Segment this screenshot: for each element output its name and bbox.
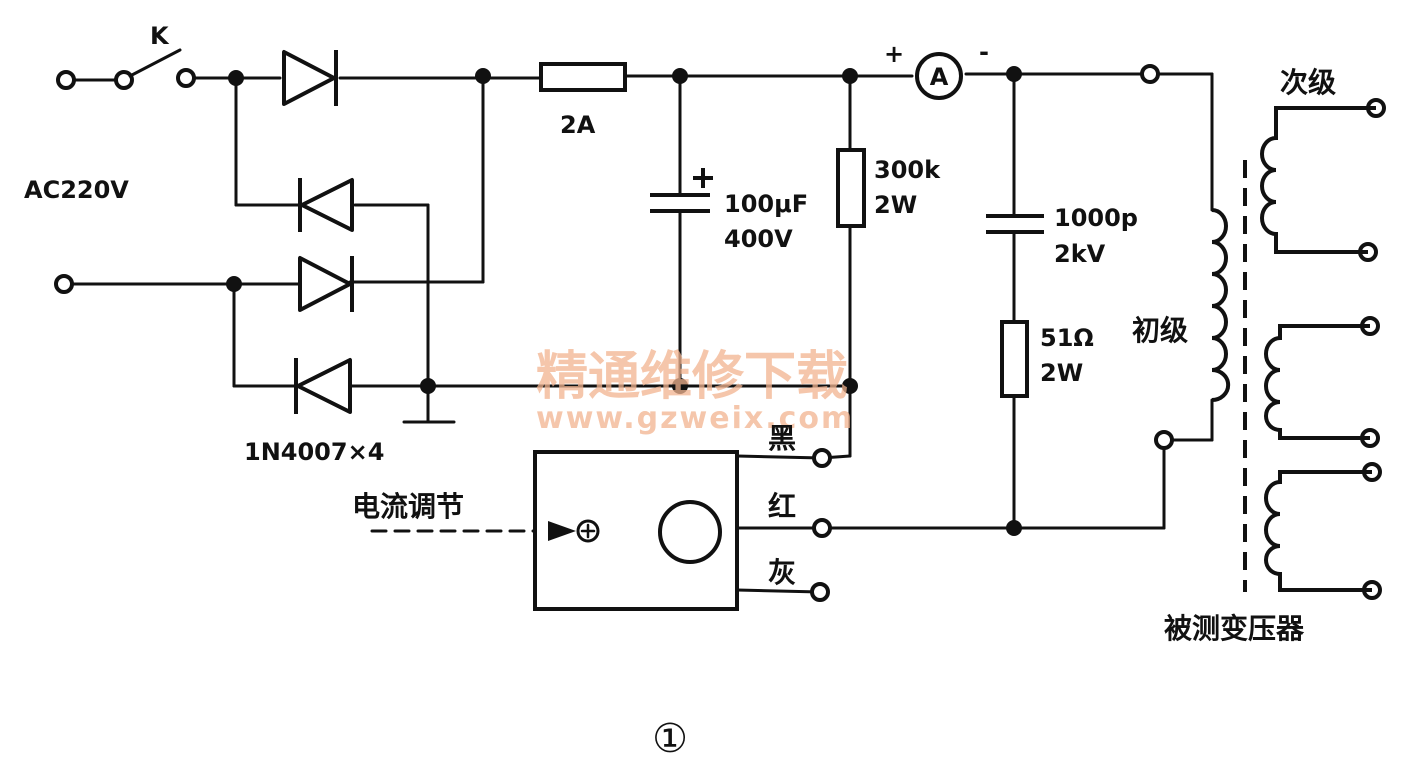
watermark: 精通维修下载 www.gzweix.com: [536, 347, 854, 436]
diodes-label: 1N4007×4: [244, 438, 384, 466]
secondary-winding-3: [1264, 470, 1372, 592]
lead-red-terminal: [812, 518, 832, 538]
ac-input-label: AC220V: [24, 176, 129, 204]
ammeter: A + -: [884, 38, 989, 100]
diode-2: [298, 178, 354, 232]
fuse: [539, 62, 627, 92]
ammeter-plus-label: +: [884, 40, 904, 68]
ac-terminal-bottom: [54, 274, 74, 294]
meter-dial: [658, 500, 722, 564]
primary-terminal-bottom: [1154, 430, 1174, 450]
secondary-label: 次级: [1280, 66, 1336, 99]
switch-blade: [128, 48, 182, 78]
secondary-winding-1: [1260, 106, 1376, 254]
ac-terminal-top: [56, 70, 76, 90]
lead-gray-terminal: [810, 582, 830, 602]
watermark-title: 精通维修下载: [536, 347, 848, 407]
instrument-box: [533, 450, 739, 611]
adjust-arrow-head: [548, 521, 576, 541]
filter-cap-value: 100μF: [724, 190, 808, 218]
lead-black-terminal: [812, 448, 832, 468]
primary-terminal-top: [1140, 64, 1160, 84]
fuse-label: 2A: [560, 111, 596, 139]
switch-terminal-a: [114, 70, 134, 90]
diode-1: [282, 50, 338, 106]
transformer: [1211, 106, 1376, 592]
snubber-cap-value: 1000p: [1054, 204, 1138, 232]
terminals: [54, 64, 1386, 602]
switch-label: K: [150, 22, 170, 50]
lead-black-label: 黑: [768, 422, 796, 455]
snubber-resistor-power: 2W: [1040, 359, 1083, 387]
ammeter-symbol: A: [930, 63, 949, 91]
ammeter-minus-label: -: [979, 38, 989, 66]
lead-gray-label: 灰: [768, 556, 796, 589]
secondary-winding-2: [1264, 324, 1370, 440]
wires: [62, 72, 1214, 594]
snubber-cap-voltage: 2kV: [1054, 240, 1106, 268]
switch-terminal-b: [176, 68, 196, 88]
resistor-300k-power: 2W: [874, 191, 917, 219]
resistor-51ohm: [1000, 320, 1029, 398]
lead-red-label: 红: [768, 490, 796, 523]
snubber-resistor-value: 51Ω: [1040, 324, 1094, 352]
diode-4: [294, 358, 352, 414]
watermark-url: www.gzweix.com: [536, 401, 854, 436]
figure-number: ①: [652, 716, 688, 762]
resistor-300k-value: 300k: [874, 156, 941, 184]
primary-label: 初级: [1132, 314, 1188, 347]
transformer-label: 被测变压器: [1164, 612, 1305, 645]
diode-3: [298, 256, 354, 312]
filter-cap-voltage: 400V: [724, 225, 793, 253]
labels: K AC220V 2A 100μF 400V 300k 2W 1000p 2kV…: [24, 22, 1336, 762]
resistor-300k: [836, 148, 866, 228]
filter-capacitor: [650, 168, 713, 213]
current-adjust-label: 电流调节: [352, 490, 464, 523]
snubber-capacitor: [986, 214, 1044, 234]
primary-winding: [1211, 208, 1231, 402]
junctions: [226, 66, 1022, 536]
